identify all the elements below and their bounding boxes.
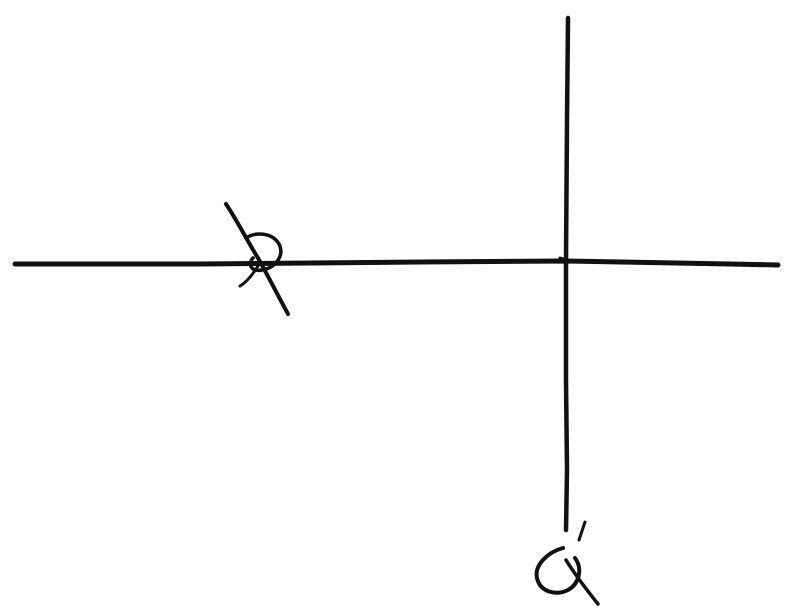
- bottom-mark-prime: [577, 520, 587, 542]
- left-mark-stroke-2: [244, 232, 283, 273]
- bottom-handwritten-mark: [534, 520, 600, 606]
- vertical-line: [563, 15, 571, 533]
- bottom-mark-tail: [564, 558, 600, 606]
- left-mark-stroke-1: [224, 202, 290, 316]
- left-mark-stroke-3: [238, 264, 260, 288]
- left-handwritten-mark: [224, 202, 290, 316]
- horizontal-line: [12, 258, 781, 268]
- crossing-mark: [558, 256, 574, 264]
